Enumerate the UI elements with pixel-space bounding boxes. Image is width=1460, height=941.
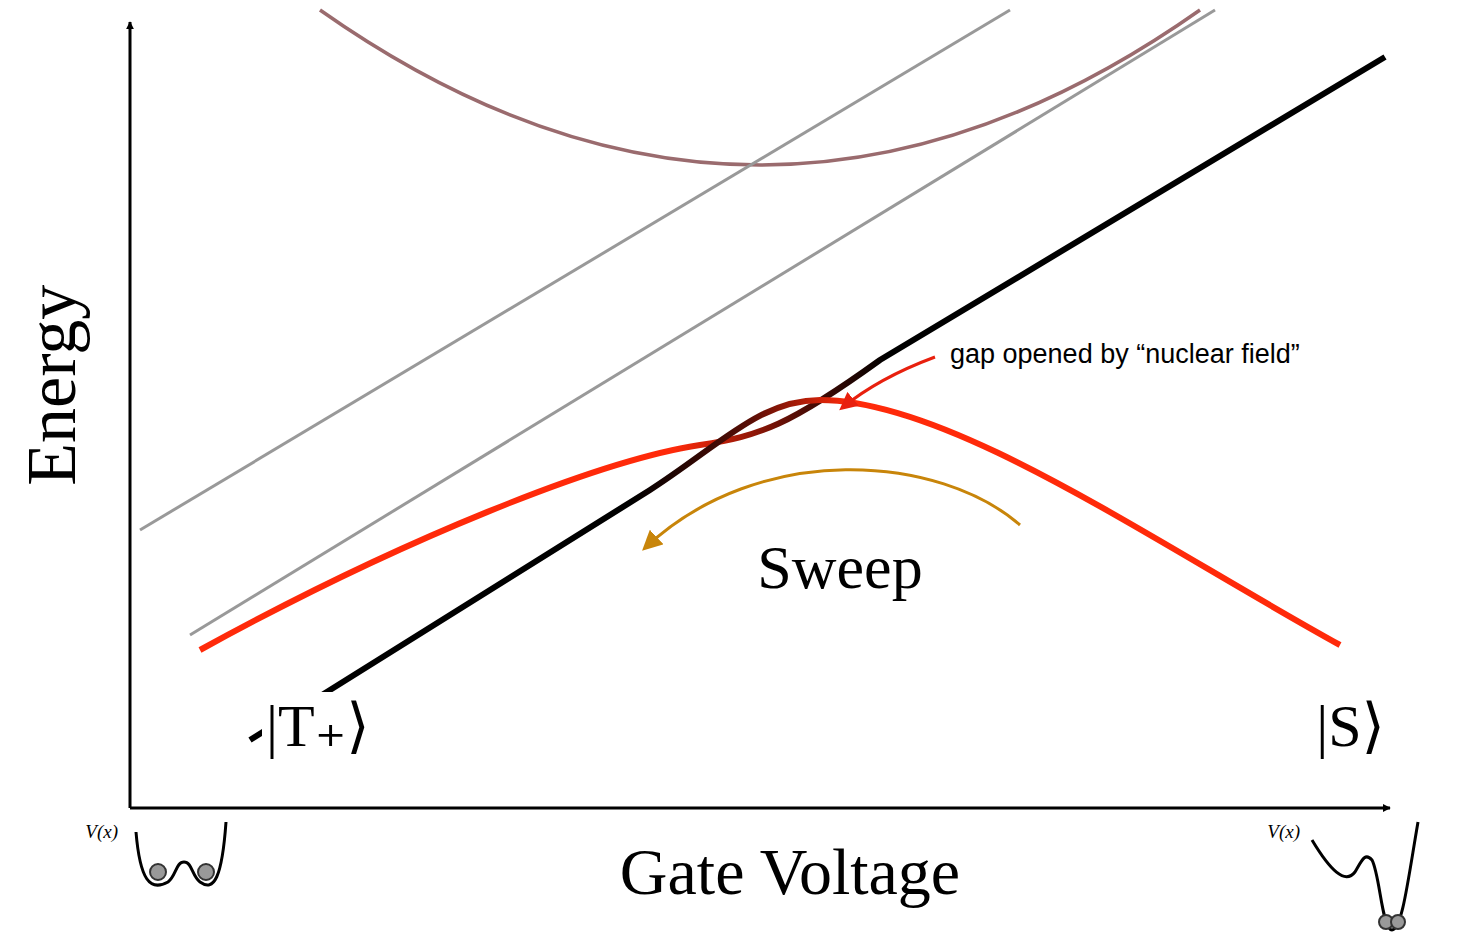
excited-level: [320, 10, 1200, 165]
triplet-level: [190, 10, 1215, 635]
upper-branch: [200, 57, 1385, 650]
state-label: |S⟩: [1316, 692, 1385, 761]
energy-axis: [129, 22, 132, 808]
axis-label: Energy: [12, 285, 93, 486]
potential-label: V(x): [1267, 821, 1300, 843]
electron: [198, 864, 214, 880]
callout-note: gap opened by “nuclear field”: [950, 339, 1300, 370]
potential-label: V(x): [85, 821, 118, 843]
lower-branch: [250, 400, 1340, 740]
state-label: |T₊⟩: [262, 692, 374, 761]
leader-arrow: [842, 357, 935, 408]
electron: [1391, 915, 1405, 929]
gate-voltage-axis: [130, 807, 1390, 810]
triplet-level: [140, 10, 1010, 530]
double-well-potential: [136, 822, 226, 885]
tilted-potential: [1312, 822, 1418, 930]
sweep-label: Sweep: [757, 532, 922, 603]
axis-label: Gate Voltage: [620, 834, 960, 910]
electron: [150, 864, 166, 880]
